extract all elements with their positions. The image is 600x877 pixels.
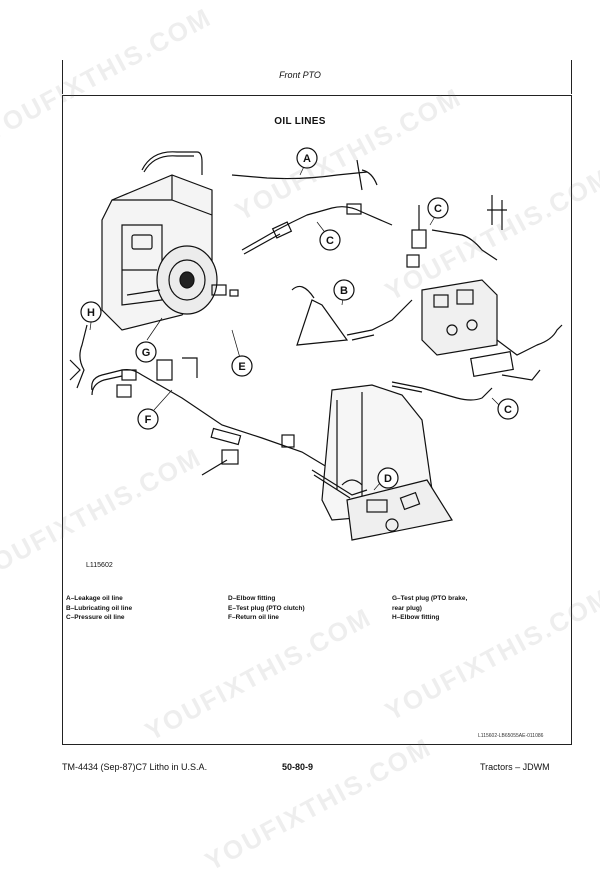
watermark: YOUFIXTHIS.COM	[140, 601, 377, 747]
svg-text:C: C	[326, 235, 334, 247]
figure-title: OIL LINES	[274, 116, 326, 127]
section-title: Front PTO	[279, 70, 321, 80]
legend-item: D–Elbow fitting	[228, 595, 276, 602]
callout-f: F	[137, 408, 159, 430]
legend-item: A–Leakage oil line	[66, 595, 123, 602]
callout-c-upper: C	[319, 229, 341, 251]
oil-lines-illustration: A B C C C D E F G H	[69, 147, 563, 541]
svg-text:B: B	[340, 285, 348, 297]
footer-right: Tractors – JDWM	[480, 762, 550, 772]
svg-text:F: F	[145, 414, 152, 426]
callout-c-lower: C	[497, 398, 519, 420]
watermark: YOUFIXTHIS.COM	[200, 731, 437, 877]
callout-h: H	[80, 301, 102, 323]
header-rule	[62, 95, 572, 96]
figure-code: L115602-LB65055AE-011086	[478, 733, 544, 739]
svg-text:H: H	[87, 307, 95, 319]
svg-text:D: D	[384, 473, 392, 485]
legend-item: C–Pressure oil line	[66, 614, 125, 621]
left-margin-line-top	[62, 60, 63, 94]
bottom-rule	[62, 744, 572, 745]
svg-text:G: G	[142, 347, 151, 359]
svg-text:A: A	[303, 153, 311, 165]
legend-item: G–Test plug (PTO brake,	[392, 595, 468, 602]
legend-item: rear plug)	[392, 604, 422, 612]
callout-d: D	[377, 467, 399, 489]
callout-b: B	[333, 279, 355, 301]
callout-c-right: C	[427, 197, 449, 219]
legend-item: B–Lubricating oil line	[66, 604, 133, 612]
svg-text:C: C	[434, 203, 442, 215]
legend-item: H–Elbow fitting	[392, 614, 440, 621]
left-border-line	[62, 95, 63, 745]
callout-g: G	[135, 341, 157, 363]
right-border-line	[571, 95, 572, 745]
right-margin-line-top	[571, 60, 572, 94]
legend-column-2: D–Elbow fitting E–Test plug (PTO clutch)…	[228, 594, 388, 623]
legend-item: E–Test plug (PTO clutch)	[228, 604, 305, 612]
svg-text:E: E	[238, 361, 245, 373]
legend-column-3: G–Test plug (PTO brake, rear plug) H–Elb…	[392, 594, 552, 623]
svg-text:C: C	[504, 404, 512, 416]
legend-item: F–Return oil line	[228, 614, 279, 621]
footer-left: TM-4434 (Sep-87)C7 Litho in U.S.A.	[62, 762, 208, 772]
callout-e: E	[231, 355, 253, 377]
illustration-id: L115602	[86, 562, 113, 569]
callout-a: A	[296, 147, 318, 169]
page-number: 50-80-9	[282, 762, 314, 772]
legend-column-1: A–Leakage oil line B–Lubricating oil lin…	[66, 594, 226, 623]
